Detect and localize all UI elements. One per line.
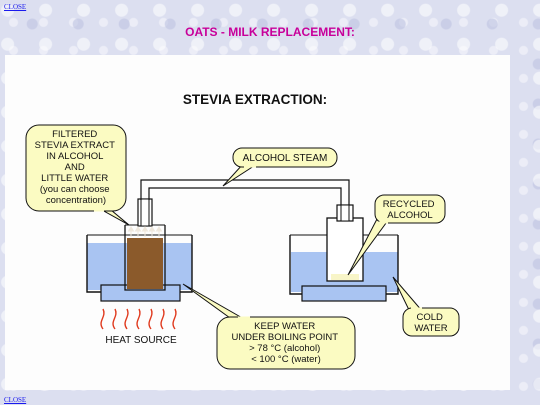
cold-tank-base (301, 285, 387, 302)
svg-text:KEEP WATER UNDER BOILI: KEEP WATER UNDER BOILING POINT > 78 °C (… (231, 321, 340, 365)
close-link-bottom[interactable]: CLOSE (4, 396, 27, 404)
filtered-extract-line-2: STEVIA EXTRACT (35, 140, 115, 151)
extract-jar (124, 198, 166, 291)
alcohol-steam-tube (140, 179, 350, 210)
heat-source-label: HEAT SOURCE (105, 335, 177, 346)
collector-jar (326, 204, 364, 282)
filtered-extract-line-4: AND (65, 162, 85, 173)
flame-icon (100, 308, 177, 330)
stevia-extract (127, 238, 163, 289)
callout-cold-water: COLD WATER (392, 276, 460, 337)
page-title: OATS - MILK REPLACEMENT: (185, 25, 355, 39)
svg-text:RECYCLED ALCOHOL: RECYCLED ALCOHOL (383, 199, 437, 221)
diagram-panel: STEVIA EXTRACTION: (5, 55, 510, 390)
stevia-extraction-diagram: STEVIA EXTRACTION: (25, 92, 460, 370)
diagram-title: STEVIA EXTRACTION: (183, 92, 327, 107)
filtered-extract-line-5: LITTLE WATER (41, 173, 108, 184)
cold-water-line-1: COLD (416, 312, 443, 323)
filtered-extract-line-1: FILTERED (52, 129, 97, 140)
keep-water-line-3: > 78 °C (alcohol) (249, 343, 320, 354)
keep-water-line-2: UNDER BOILING POINT (231, 332, 338, 343)
keep-water-line-1: KEEP WATER (254, 321, 315, 332)
recycled-alcohol-line-1: RECYCLED (383, 199, 435, 210)
svg-text:COLD WATER: COLD WATER (414, 312, 447, 334)
steam-arrows (127, 226, 163, 237)
callout-filtered-extract: FILTERED STEVIA EXTRACT IN ALCOHOL AND L… (25, 124, 130, 226)
filtered-extract-line-6: (you can choose (40, 184, 110, 195)
recycled-alcohol-line-2: ALCOHOL (387, 210, 432, 221)
callout-recycled-alcohol: RECYCLED ALCOHOL (347, 194, 446, 276)
filtered-extract-line-3: IN ALCOHOL (46, 151, 103, 162)
callout-alcohol-steam: ALCOHOL STEAM (222, 147, 338, 187)
callout-keep-water: KEEP WATER UNDER BOILING POINT > 78 °C (… (182, 283, 356, 370)
cold-water-line-2: WATER (414, 323, 447, 334)
recycled-alcohol-liquid (331, 274, 359, 280)
keep-water-line-4: < 100 °C (water) (251, 354, 321, 365)
alcohol-steam-label: ALCOHOL STEAM (243, 153, 328, 164)
svg-text:FILTERED STEVIA EXTRAC: FILTERED STEVIA EXTRACT IN ALCOHOL AND L… (35, 129, 118, 206)
close-link-top[interactable]: CLOSE (4, 3, 27, 11)
filtered-extract-line-7: concentration) (46, 195, 106, 206)
